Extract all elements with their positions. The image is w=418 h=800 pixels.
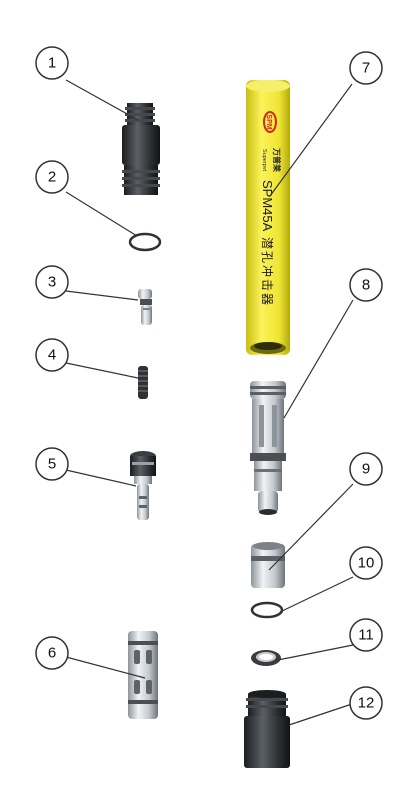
leader-line-7 (269, 83, 353, 197)
leader-line-9 (268, 483, 354, 571)
part-2-o-ring (128, 232, 162, 252)
callout-number: 12 (358, 695, 375, 712)
leader-line-2 (65, 191, 138, 237)
callout-6: 6 (35, 636, 69, 670)
callout-number: 5 (48, 456, 56, 473)
callout-4: 4 (35, 338, 69, 372)
callout-1: 1 (35, 46, 69, 80)
callout-10: 10 (349, 546, 383, 580)
callouts: 1 2 3 4 5 6 7 8 (35, 46, 383, 720)
callout-number: 3 (48, 274, 56, 291)
leader-lines (65, 79, 354, 726)
callout-number: 8 (362, 277, 370, 294)
cylinder-product-cn: 潜孔冲击器 (260, 237, 275, 307)
part-12-chuck (244, 690, 290, 768)
callout-number: 2 (48, 169, 56, 186)
part-8-piston (250, 381, 286, 515)
leader-line-8 (283, 299, 354, 419)
leader-line-3 (65, 290, 139, 301)
callout-number: 7 (362, 60, 370, 77)
leader-line-5 (65, 469, 137, 487)
callout-5: 5 (35, 447, 69, 481)
callout-3: 3 (35, 265, 69, 299)
part-1-top-sub (122, 103, 160, 195)
part-4-spring (138, 366, 148, 399)
callout-number: 9 (362, 461, 370, 478)
callout-11: 11 (349, 618, 383, 652)
cylinder-brand-en: Superpvt (261, 149, 267, 171)
part-6-inner-cylinder (128, 631, 158, 719)
callout-number: 11 (358, 627, 374, 644)
part-7-outer-cylinder: SPM 万普莱 Superpvt SPM45A 潜孔冲击器 (246, 80, 290, 355)
leader-line-4 (65, 362, 139, 379)
cylinder-logo-text: SPM (265, 114, 272, 129)
callout-8: 8 (349, 268, 383, 302)
callout-2: 2 (35, 160, 69, 194)
cylinder-model-text: SPM45A (260, 180, 275, 232)
cylinder-brand-cn: 万普莱 (272, 147, 282, 172)
callout-number: 4 (48, 347, 56, 364)
leader-line-10 (279, 576, 354, 613)
part-3-check-valve (138, 289, 152, 325)
leader-line-12 (288, 703, 353, 726)
leader-line-1 (65, 79, 139, 121)
callout-number: 10 (358, 555, 375, 572)
part-5-air-distributor (130, 451, 156, 520)
part-11-retaining-ring (251, 650, 281, 666)
part-10-o-ring-small (250, 601, 284, 619)
callout-number: 1 (48, 55, 56, 72)
leader-line-6 (65, 656, 146, 679)
part-9-guide-sleeve (251, 542, 285, 588)
leader-line-11 (277, 644, 354, 661)
callout-12: 12 (349, 686, 383, 720)
callout-9: 9 (349, 452, 383, 486)
callout-7: 7 (349, 51, 383, 85)
callout-number: 6 (48, 645, 56, 662)
